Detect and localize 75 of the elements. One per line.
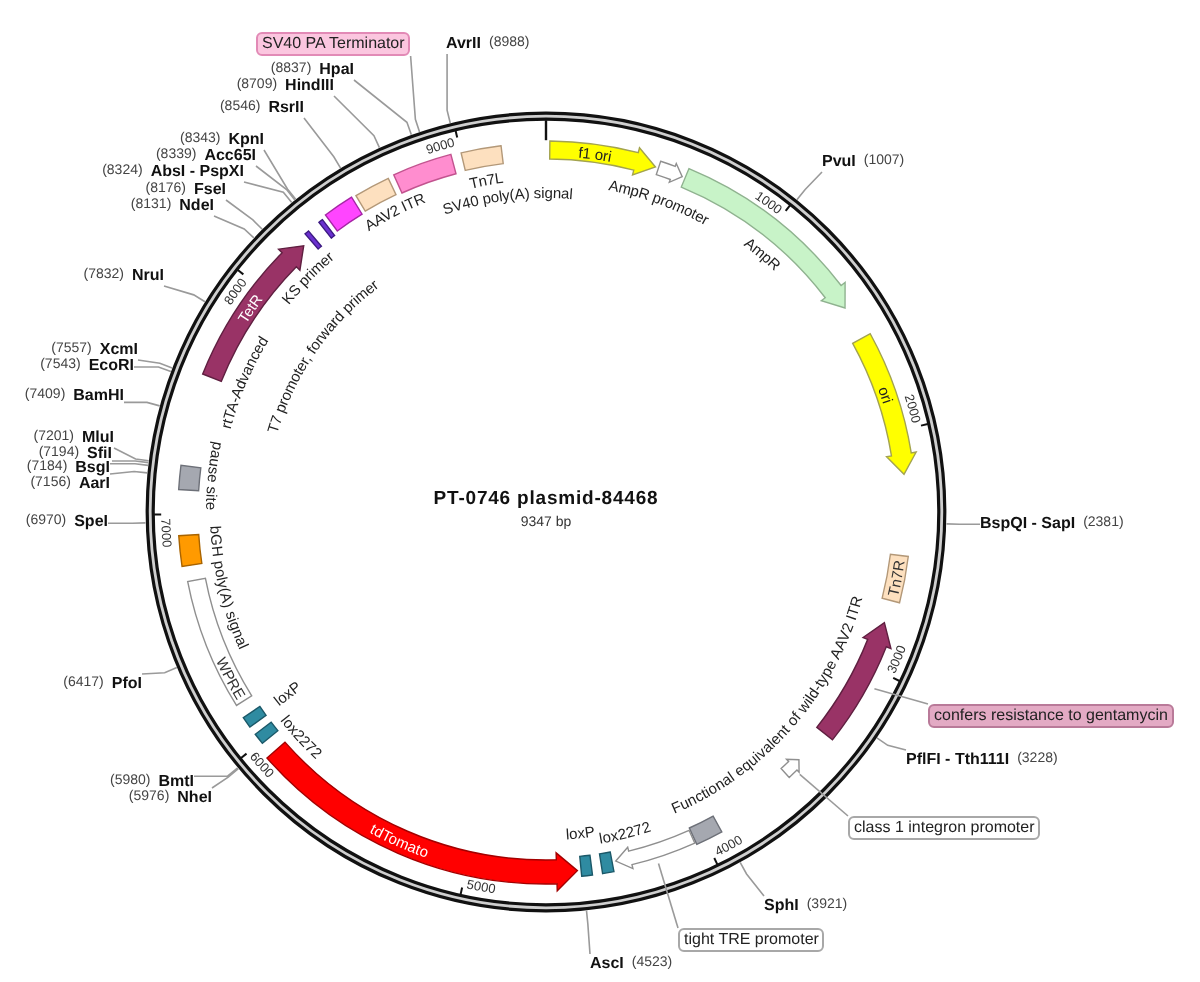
directional-feature xyxy=(549,140,657,176)
callout-label: confers resistance to gentamycin xyxy=(928,704,1174,728)
feature-box xyxy=(178,464,202,492)
leader-line xyxy=(107,522,147,524)
callout-label: class 1 integron promoter xyxy=(848,816,1041,840)
leader-line xyxy=(796,171,823,201)
enzyme-name: SpeI xyxy=(74,512,108,532)
enzyme-name: AvrII xyxy=(446,34,481,54)
feature-box xyxy=(178,533,203,568)
leader-line xyxy=(193,767,239,777)
feature-box xyxy=(254,721,279,745)
enzyme-name: MluI xyxy=(82,428,114,446)
enzyme-name: SphI xyxy=(764,896,799,916)
leader-line xyxy=(657,862,679,929)
leader-line xyxy=(446,53,452,124)
leader-line xyxy=(263,149,297,200)
enzyme-name: PflFI - Tth111I xyxy=(906,750,1010,770)
enzyme-name: EcoRI xyxy=(88,356,134,376)
feature-box xyxy=(460,145,504,172)
leader-line xyxy=(111,460,150,464)
enzyme-name: NdeI xyxy=(179,196,214,216)
leader-line xyxy=(113,447,150,462)
primer-bar xyxy=(304,230,323,250)
leader-line xyxy=(211,767,240,789)
enzyme-name: PvuI xyxy=(822,152,856,172)
leader-line xyxy=(243,181,293,204)
enzyme-name: SfiI xyxy=(87,444,112,462)
enzyme-name: NheI xyxy=(177,788,212,808)
map-title: PT-0746 plasmid-84468 xyxy=(433,488,659,512)
feature-box xyxy=(324,196,363,232)
feature-box xyxy=(881,553,909,604)
leader-line xyxy=(225,199,264,230)
leader-line xyxy=(163,285,206,303)
enzyme-name: PfoI xyxy=(111,674,142,694)
enzyme-name: AscI xyxy=(590,954,624,974)
enzyme-name: XcmI xyxy=(99,340,138,359)
leader-line xyxy=(133,366,172,373)
leader-line xyxy=(945,523,981,526)
callout-label: SV40 PA Terminator xyxy=(256,32,411,56)
leader-line xyxy=(109,470,149,475)
feature-box xyxy=(579,854,594,877)
leader-line xyxy=(739,861,765,897)
feature-box xyxy=(598,851,615,875)
enzyme-name: AbsI - PspXI xyxy=(150,162,244,181)
enzyme-name: HpaI xyxy=(319,60,354,78)
primer-bar xyxy=(318,218,336,239)
enzyme-name: BsgI xyxy=(75,458,110,477)
callout-label: tight TRE promoter xyxy=(678,928,825,952)
leader-line xyxy=(333,95,381,149)
enzyme-name: FseI xyxy=(193,180,226,198)
leader-line xyxy=(123,401,161,407)
directional-feature xyxy=(852,333,917,476)
enzyme-name: RsrII xyxy=(268,98,304,118)
directional-feature xyxy=(655,160,683,183)
leader-line xyxy=(213,215,255,239)
enzyme-name: BspQI - SapI xyxy=(980,514,1076,534)
enzyme-name: KpnI xyxy=(228,130,264,148)
enzyme-name: NruI xyxy=(132,266,164,286)
enzyme-name: Acc65I xyxy=(204,146,256,165)
leader-line xyxy=(303,117,342,169)
enzyme-name: HindIII xyxy=(285,76,334,96)
leader-line xyxy=(255,165,296,201)
leader-line xyxy=(137,359,173,369)
enzyme-name: BmtI xyxy=(158,772,194,790)
feature-box xyxy=(393,153,457,194)
feature-box xyxy=(242,705,267,728)
leader-line xyxy=(109,463,149,467)
leader-line xyxy=(141,666,178,675)
leader-line xyxy=(585,909,591,955)
leader-line xyxy=(409,55,421,133)
leader-line xyxy=(876,737,907,751)
leader-line xyxy=(353,79,413,136)
leader-line xyxy=(873,688,929,705)
enzyme-name: AarI xyxy=(78,474,110,494)
enzyme-name: BamHI xyxy=(73,386,124,406)
